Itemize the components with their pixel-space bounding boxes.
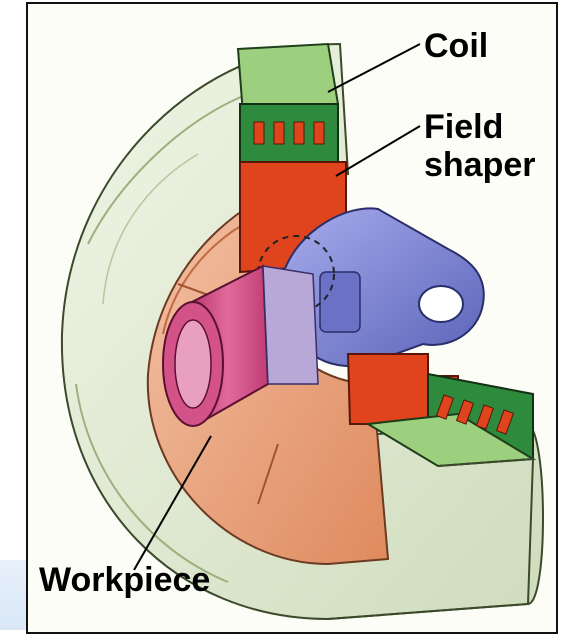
- electromagnetic-forming-illustration: [28, 4, 558, 634]
- coil-block-top: [238, 44, 338, 162]
- label-workpiece: Workpiece: [39, 561, 210, 599]
- label-field-shaper: Field shaper: [424, 108, 564, 184]
- leader-line-field-shaper: [336, 126, 420, 176]
- label-coil: Coil: [424, 27, 488, 65]
- diagram-frame: [26, 2, 558, 634]
